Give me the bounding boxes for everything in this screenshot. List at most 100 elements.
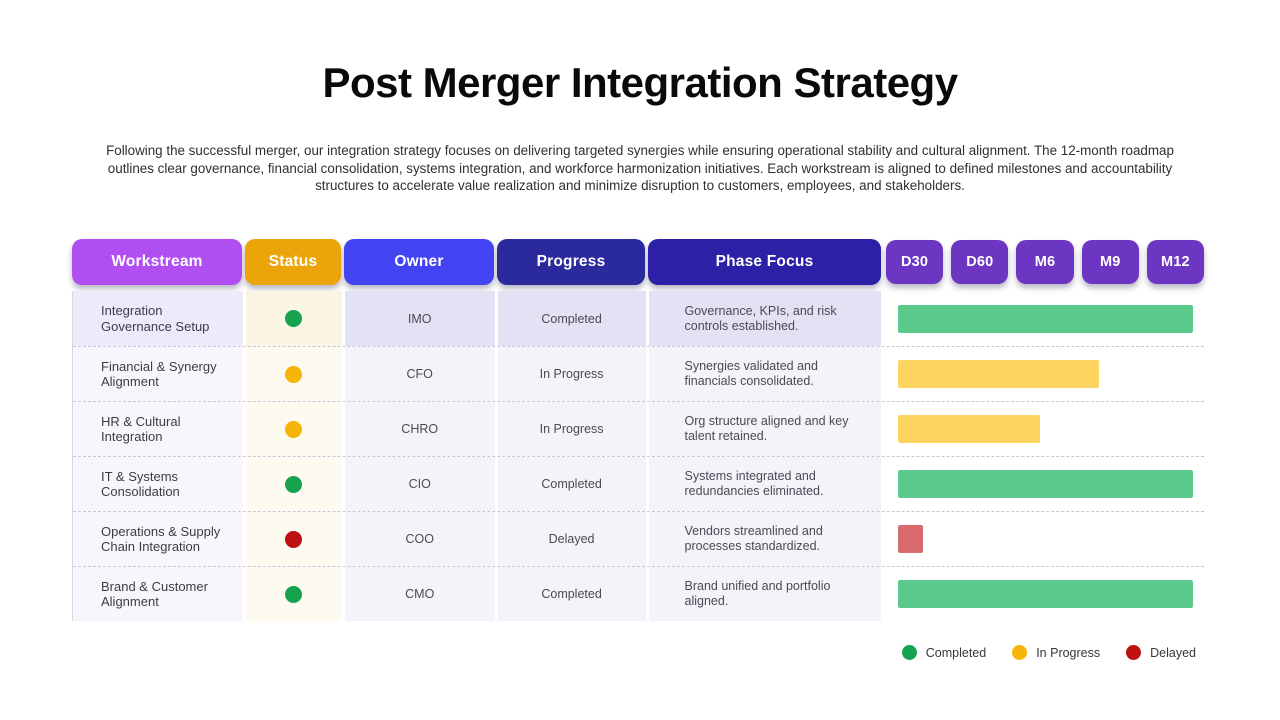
- phase-focus-label: Org structure aligned and key talent ret…: [684, 414, 849, 444]
- workstream-cell: Brand & Customer Alignment: [73, 567, 243, 622]
- owner-cell: CIO: [344, 457, 495, 512]
- workstream-label: Operations & Supply Chain Integration: [101, 523, 221, 555]
- workstream-cell: IT & Systems Consolidation: [73, 457, 243, 512]
- owner-label: COO: [405, 532, 434, 547]
- gantt-bar: [898, 525, 924, 554]
- gantt-bar: [898, 470, 1194, 499]
- table-row-operations-supply: Operations & Supply Chain Integration CO…: [73, 511, 1204, 567]
- workstream-label: IT & Systems Consolidation: [101, 468, 180, 500]
- phase-focus-cell: Vendors streamlined and processes standa…: [648, 512, 882, 567]
- timeline-cell: [886, 347, 1204, 401]
- page-description: Following the successful merger, our int…: [106, 143, 1174, 194]
- status-dot: [285, 530, 303, 548]
- owner-label: CHRO: [401, 422, 439, 437]
- progress-cell: Completed: [497, 291, 646, 347]
- completed-dot-icon: [901, 645, 917, 661]
- column-header-owner: Owner: [344, 239, 494, 286]
- column-header-d60: D60: [951, 240, 1009, 285]
- gantt-track: [898, 470, 1194, 499]
- table-row-financial-synergy: Financial & Synergy Alignment CFO In Pro…: [73, 346, 1204, 402]
- table-body: Integration Governance Setup IMO Complet…: [72, 291, 1204, 622]
- gantt-bar: [898, 360, 1099, 389]
- workstream-cell: HR & Cultural Integration: [73, 402, 243, 457]
- column-header-phase-focus: Phase Focus: [648, 239, 881, 286]
- in-progress-dot-icon: [1012, 645, 1028, 661]
- owner-cell: COO: [344, 512, 495, 567]
- phase-focus-cell: Org structure aligned and key talent ret…: [648, 402, 882, 457]
- gantt-track: [898, 304, 1194, 333]
- timeline-cell: [886, 291, 1204, 346]
- owner-label: IMO: [407, 311, 432, 326]
- table-row-integration-governance: Integration Governance Setup IMO Complet…: [73, 291, 1204, 347]
- progress-label: In Progress: [539, 422, 604, 437]
- progress-cell: Completed: [497, 567, 646, 622]
- legend: Completed In Progress Delayed: [0, 645, 1196, 661]
- progress-cell: Delayed: [497, 512, 646, 567]
- progress-cell: Completed: [497, 457, 646, 512]
- owner-cell: IMO: [344, 291, 495, 347]
- progress-cell: In Progress: [497, 347, 646, 402]
- status-cell: [245, 291, 342, 347]
- table-header-row: Workstream Status Owner Progress Phase F…: [72, 239, 1205, 286]
- column-header-progress: Progress: [497, 239, 645, 286]
- progress-label: Delayed: [548, 532, 595, 547]
- table-row-brand-customer: Brand & Customer Alignment CMO Completed…: [73, 566, 1204, 622]
- owner-cell: CMO: [344, 567, 495, 622]
- phase-focus-label: Synergies validated and financials conso…: [684, 359, 818, 389]
- column-header-workstream: Workstream: [72, 239, 242, 286]
- page-title: Post Merger Integration Strategy: [322, 59, 958, 106]
- gantt-bar: [898, 415, 1040, 444]
- gantt-bar: [898, 580, 1194, 609]
- status-cell: [245, 567, 342, 622]
- phase-focus-cell: Governance, KPIs, and risk controls esta…: [648, 291, 882, 347]
- status-cell: [245, 457, 342, 512]
- timeline-cell: [886, 567, 1204, 621]
- progress-label: In Progress: [539, 367, 604, 382]
- column-header-m6: M6: [1016, 240, 1074, 285]
- legend-label: Completed: [925, 645, 987, 660]
- integration-roadmap-table: Workstream Status Owner Progress Phase F…: [72, 239, 1205, 622]
- delayed-dot-icon: [1126, 645, 1142, 661]
- owner-label: CFO: [406, 367, 433, 382]
- legend-item-completed: Completed: [901, 645, 987, 661]
- workstream-label: HR & Cultural Integration: [101, 413, 181, 445]
- phase-focus-label: Vendors streamlined and processes standa…: [684, 524, 823, 554]
- gantt-track: [898, 415, 1194, 444]
- legend-label: In Progress: [1036, 645, 1101, 660]
- owner-label: CIO: [408, 477, 431, 492]
- status-cell: [245, 402, 342, 457]
- phase-focus-cell: Synergies validated and financials conso…: [648, 347, 882, 402]
- timeline-cell: [886, 512, 1204, 566]
- phase-focus-label: Governance, KPIs, and risk controls esta…: [684, 303, 837, 333]
- phase-focus-cell: Brand unified and portfolio aligned.: [648, 567, 882, 622]
- owner-cell: CHRO: [344, 402, 495, 457]
- column-header-m12: M12: [1146, 240, 1205, 285]
- gantt-track: [898, 525, 1194, 554]
- workstream-cell: Financial & Synergy Alignment: [73, 347, 243, 402]
- timeline-cell: [886, 457, 1204, 511]
- legend-item-delayed: Delayed: [1126, 645, 1196, 661]
- gantt-track: [898, 360, 1194, 389]
- workstream-cell: Integration Governance Setup: [73, 291, 243, 347]
- table-row-it-systems: IT & Systems Consolidation CIO Completed…: [73, 456, 1204, 512]
- status-dot: [285, 585, 303, 603]
- owner-cell: CFO: [344, 347, 495, 402]
- workstream-label: Integration Governance Setup: [101, 303, 210, 334]
- gantt-bar: [898, 304, 1194, 333]
- table-row-hr-cultural: HR & Cultural Integration CHRO In Progre…: [73, 401, 1204, 457]
- milestone-header-group: D30 D60 M6 M9 M12: [886, 240, 1205, 285]
- column-header-d30: D30: [886, 240, 944, 285]
- phase-focus-label: Systems integrated and redundancies elim…: [684, 469, 824, 499]
- legend-label: Delayed: [1150, 645, 1196, 660]
- phase-focus-cell: Systems integrated and redundancies elim…: [648, 457, 882, 512]
- timeline-cell: [886, 402, 1204, 456]
- gantt-track: [898, 580, 1194, 609]
- progress-label: Completed: [541, 587, 602, 602]
- status-dot: [285, 310, 303, 328]
- progress-label: Completed: [541, 477, 602, 492]
- status-dot: [285, 420, 303, 438]
- progress-cell: In Progress: [497, 402, 646, 457]
- workstream-label: Brand & Customer Alignment: [101, 578, 208, 610]
- status-dot: [285, 365, 303, 383]
